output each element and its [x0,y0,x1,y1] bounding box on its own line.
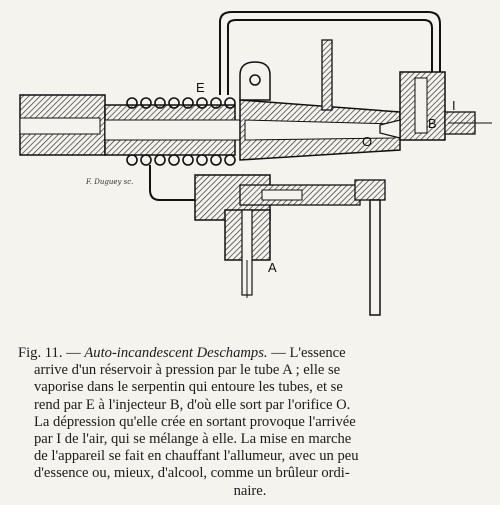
caption-line-4: rend par E à l'injecteur B, d'où elle so… [34,396,351,413]
label-O: O [362,134,372,149]
caption-line-2: arrive d'un réservoir à pression par le … [34,362,341,379]
injector-B [379,71,446,141]
engraving-figure: E B I O A F. Duguey sc. [19,11,492,316]
caption-line-9: naire. [233,482,267,499]
caption-fig-number: Fig. 11. [18,345,63,361]
fuel-feed-assembly [149,165,361,298]
caption-line-7: de l'appareil se fait en chauffant l'all… [34,448,359,465]
upper-rod [321,39,333,111]
air-tube-I [444,111,492,135]
caption-dash-1: — [66,345,81,361]
engraver-signature: F. Duguey sc. [85,178,133,186]
caption-line-1: L'essence [289,345,346,361]
right-rod [354,179,386,316]
caption-dash-2: — [271,345,286,361]
mounting-bracket [239,61,271,101]
mixing-cone [239,99,401,161]
coil-serpentin [126,97,236,166]
label-E: E [196,80,205,95]
tube-E-loop [219,11,441,95]
figure-caption: Fig. 11. — Auto-incandescent Deschamps. … [18,345,482,500]
caption-title: Auto-incandescent Deschamps. [84,345,268,361]
caption-line-5: La dépression qu'elle crée en sortant pr… [34,413,356,430]
caption-line-3: vaporise dans le serpentin qui entoure l… [34,379,343,396]
label-B: B [428,116,437,131]
caption-line-6: par I de l'air, qui se mélange à elle. L… [34,431,352,448]
label-I: I [452,98,456,113]
label-A: A [268,260,277,275]
caption-line-8: d'essence ou, mieux, d'alcool, comme un … [34,465,350,482]
